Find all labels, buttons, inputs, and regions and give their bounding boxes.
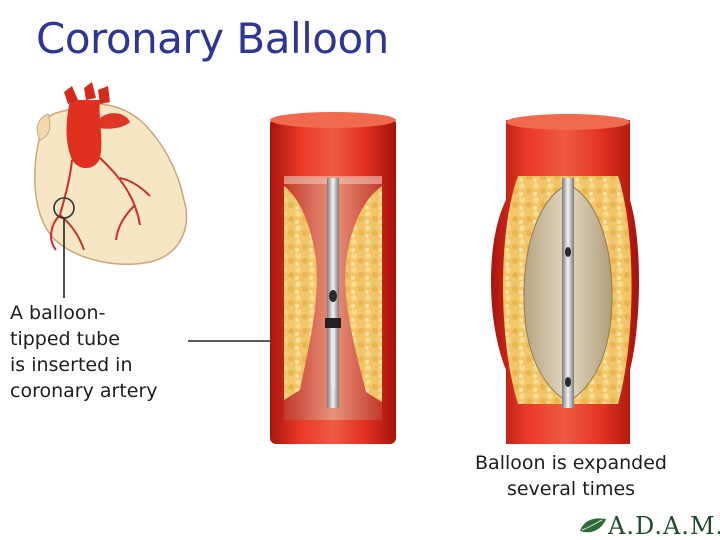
caption-balloon-expanded: Balloon is expanded several times	[475, 452, 667, 500]
leaf-icon	[580, 518, 606, 533]
logo-text: A.D.A.M.	[608, 512, 720, 540]
adam-logo: A.D.A.M.	[578, 512, 720, 540]
expanded-artery	[491, 114, 639, 444]
heart-illustration	[34, 82, 188, 265]
caption-balloon-tube-inserted: A balloon- tipped tube is inserted in co…	[10, 302, 158, 402]
slide-title: Coronary Balloon	[36, 14, 389, 63]
narrowed-artery	[270, 112, 396, 444]
